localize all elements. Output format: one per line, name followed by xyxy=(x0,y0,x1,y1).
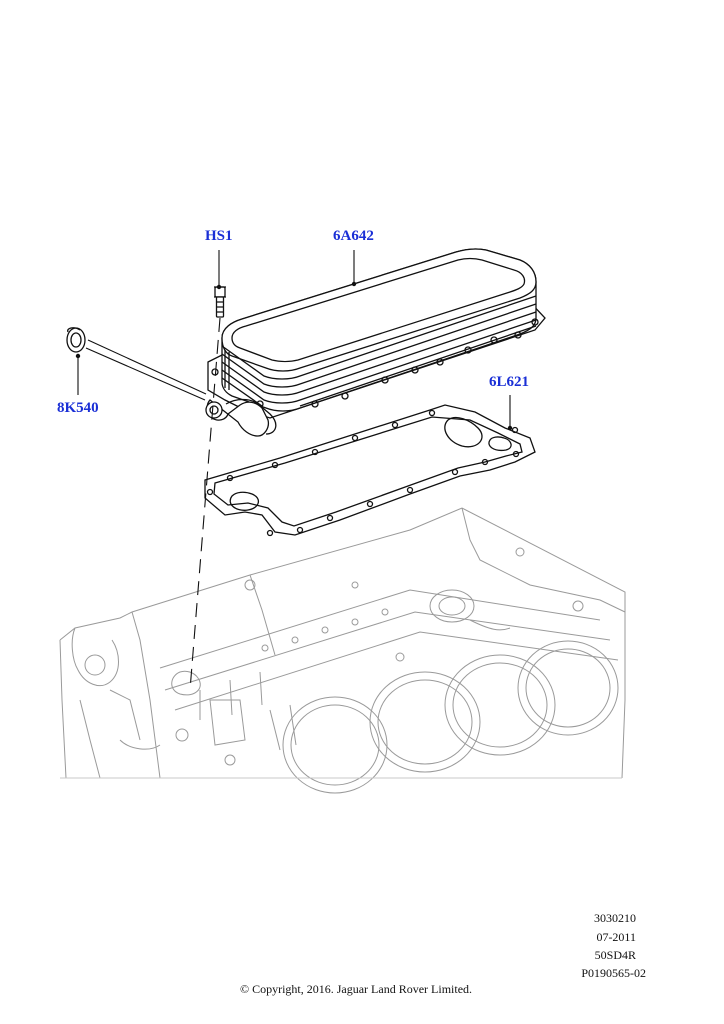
illustration-date: 07-2011 xyxy=(596,930,636,944)
illustration-code: 3030210 xyxy=(594,911,636,925)
engine-block xyxy=(59,507,626,794)
illustration-part-reference: P0190565-02 xyxy=(581,966,646,980)
illustration-model-code: 50SD4R xyxy=(594,948,636,962)
callout-6l621-label[interactable]: 6L621 xyxy=(489,374,530,390)
callout-6a642-label[interactable]: 6A642 xyxy=(333,228,374,244)
callout-8k540-label[interactable]: 8K540 xyxy=(57,400,99,416)
leader-lines xyxy=(77,250,511,691)
leader-dots xyxy=(75,281,513,431)
oil-cooler-6A642[interactable] xyxy=(205,248,546,437)
gasket-6L621[interactable] xyxy=(204,404,536,537)
screw-HS1[interactable] xyxy=(214,286,226,318)
seal-8K540[interactable] xyxy=(66,327,86,353)
callout-hs1-label[interactable]: HS1 xyxy=(205,228,233,244)
copyright-notice: © Copyright, 2016. Jaguar Land Rover Lim… xyxy=(239,982,473,996)
